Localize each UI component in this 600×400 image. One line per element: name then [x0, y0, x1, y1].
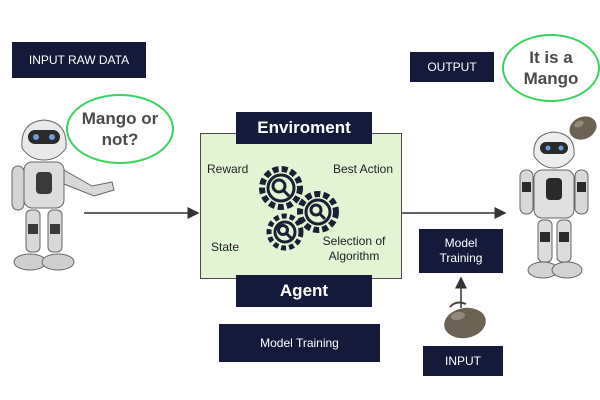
output-label: OUTPUT	[410, 52, 494, 82]
model-training-bottom-label: Model Training	[219, 324, 380, 362]
question-bubble: Mango or not?	[66, 94, 174, 164]
answer-bubble: It is a Mango	[502, 34, 600, 102]
reward-label: Reward	[207, 162, 249, 176]
model-training-right-label: Model Training	[419, 229, 503, 273]
robot-icon	[11, 119, 115, 271]
input-raw-data-label: INPUT RAW DATA	[12, 42, 146, 78]
mango-icon	[444, 301, 486, 339]
selection-of-algorithm-label: Selection of Algorithm	[322, 234, 386, 263]
environment-box: Reward Best Action State Selection of Al…	[200, 133, 402, 279]
mango-icon	[569, 116, 597, 140]
environment-tab: Enviroment	[236, 112, 372, 144]
input-label: INPUT	[423, 346, 503, 376]
state-label: State	[211, 240, 240, 254]
best-action-label: Best Action	[332, 162, 393, 176]
agent-tab: Agent	[236, 275, 372, 307]
robot-icon	[519, 131, 589, 279]
gears-magnifier-icon	[259, 166, 339, 251]
